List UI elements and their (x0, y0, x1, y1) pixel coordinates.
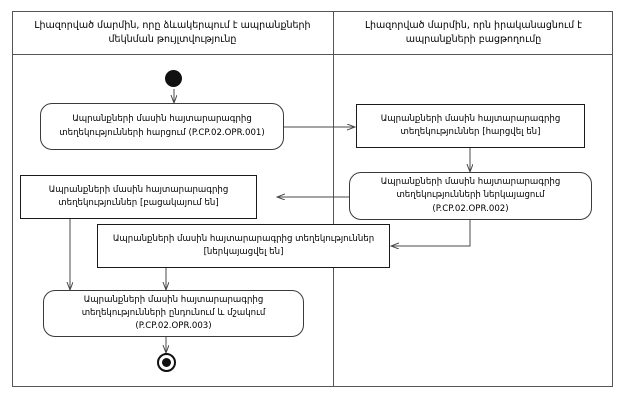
state-node-information-submitted[interactable]: Ապրանքների մասին հայտարարագրից տեղեկությ… (97, 224, 390, 268)
action-node-submit-information[interactable]: Ապրանքների մասին հայտարարագրից տեղեկությ… (349, 172, 592, 220)
initial-node (165, 70, 182, 87)
lane-vertical-divider (333, 11, 334, 387)
state-node-information-absent[interactable]: Ապրանքների մասին հայտարարագրից տեղեկությ… (20, 175, 257, 219)
final-node (157, 353, 176, 372)
action-node-request-information[interactable]: Ապրանքների մասին հայտարարագրից տեղեկությ… (40, 103, 284, 150)
swimlane-frame (12, 11, 613, 387)
lane-header-left: Լիազորված մարմին, որը ձևակերպում է ապրան… (34, 19, 311, 45)
lane-header-right: Լիազորված մարմին, որն իրականացնում է ապր… (364, 19, 583, 45)
state-node-information-requested[interactable]: Ապրանքների մասին հայտարարագրից տեղեկությ… (356, 104, 585, 148)
action-node-receive-and-process-information[interactable]: Ապրանքների մասին հայտարարագրից տեղեկությ… (43, 290, 304, 337)
lane-header-divider (12, 54, 613, 55)
